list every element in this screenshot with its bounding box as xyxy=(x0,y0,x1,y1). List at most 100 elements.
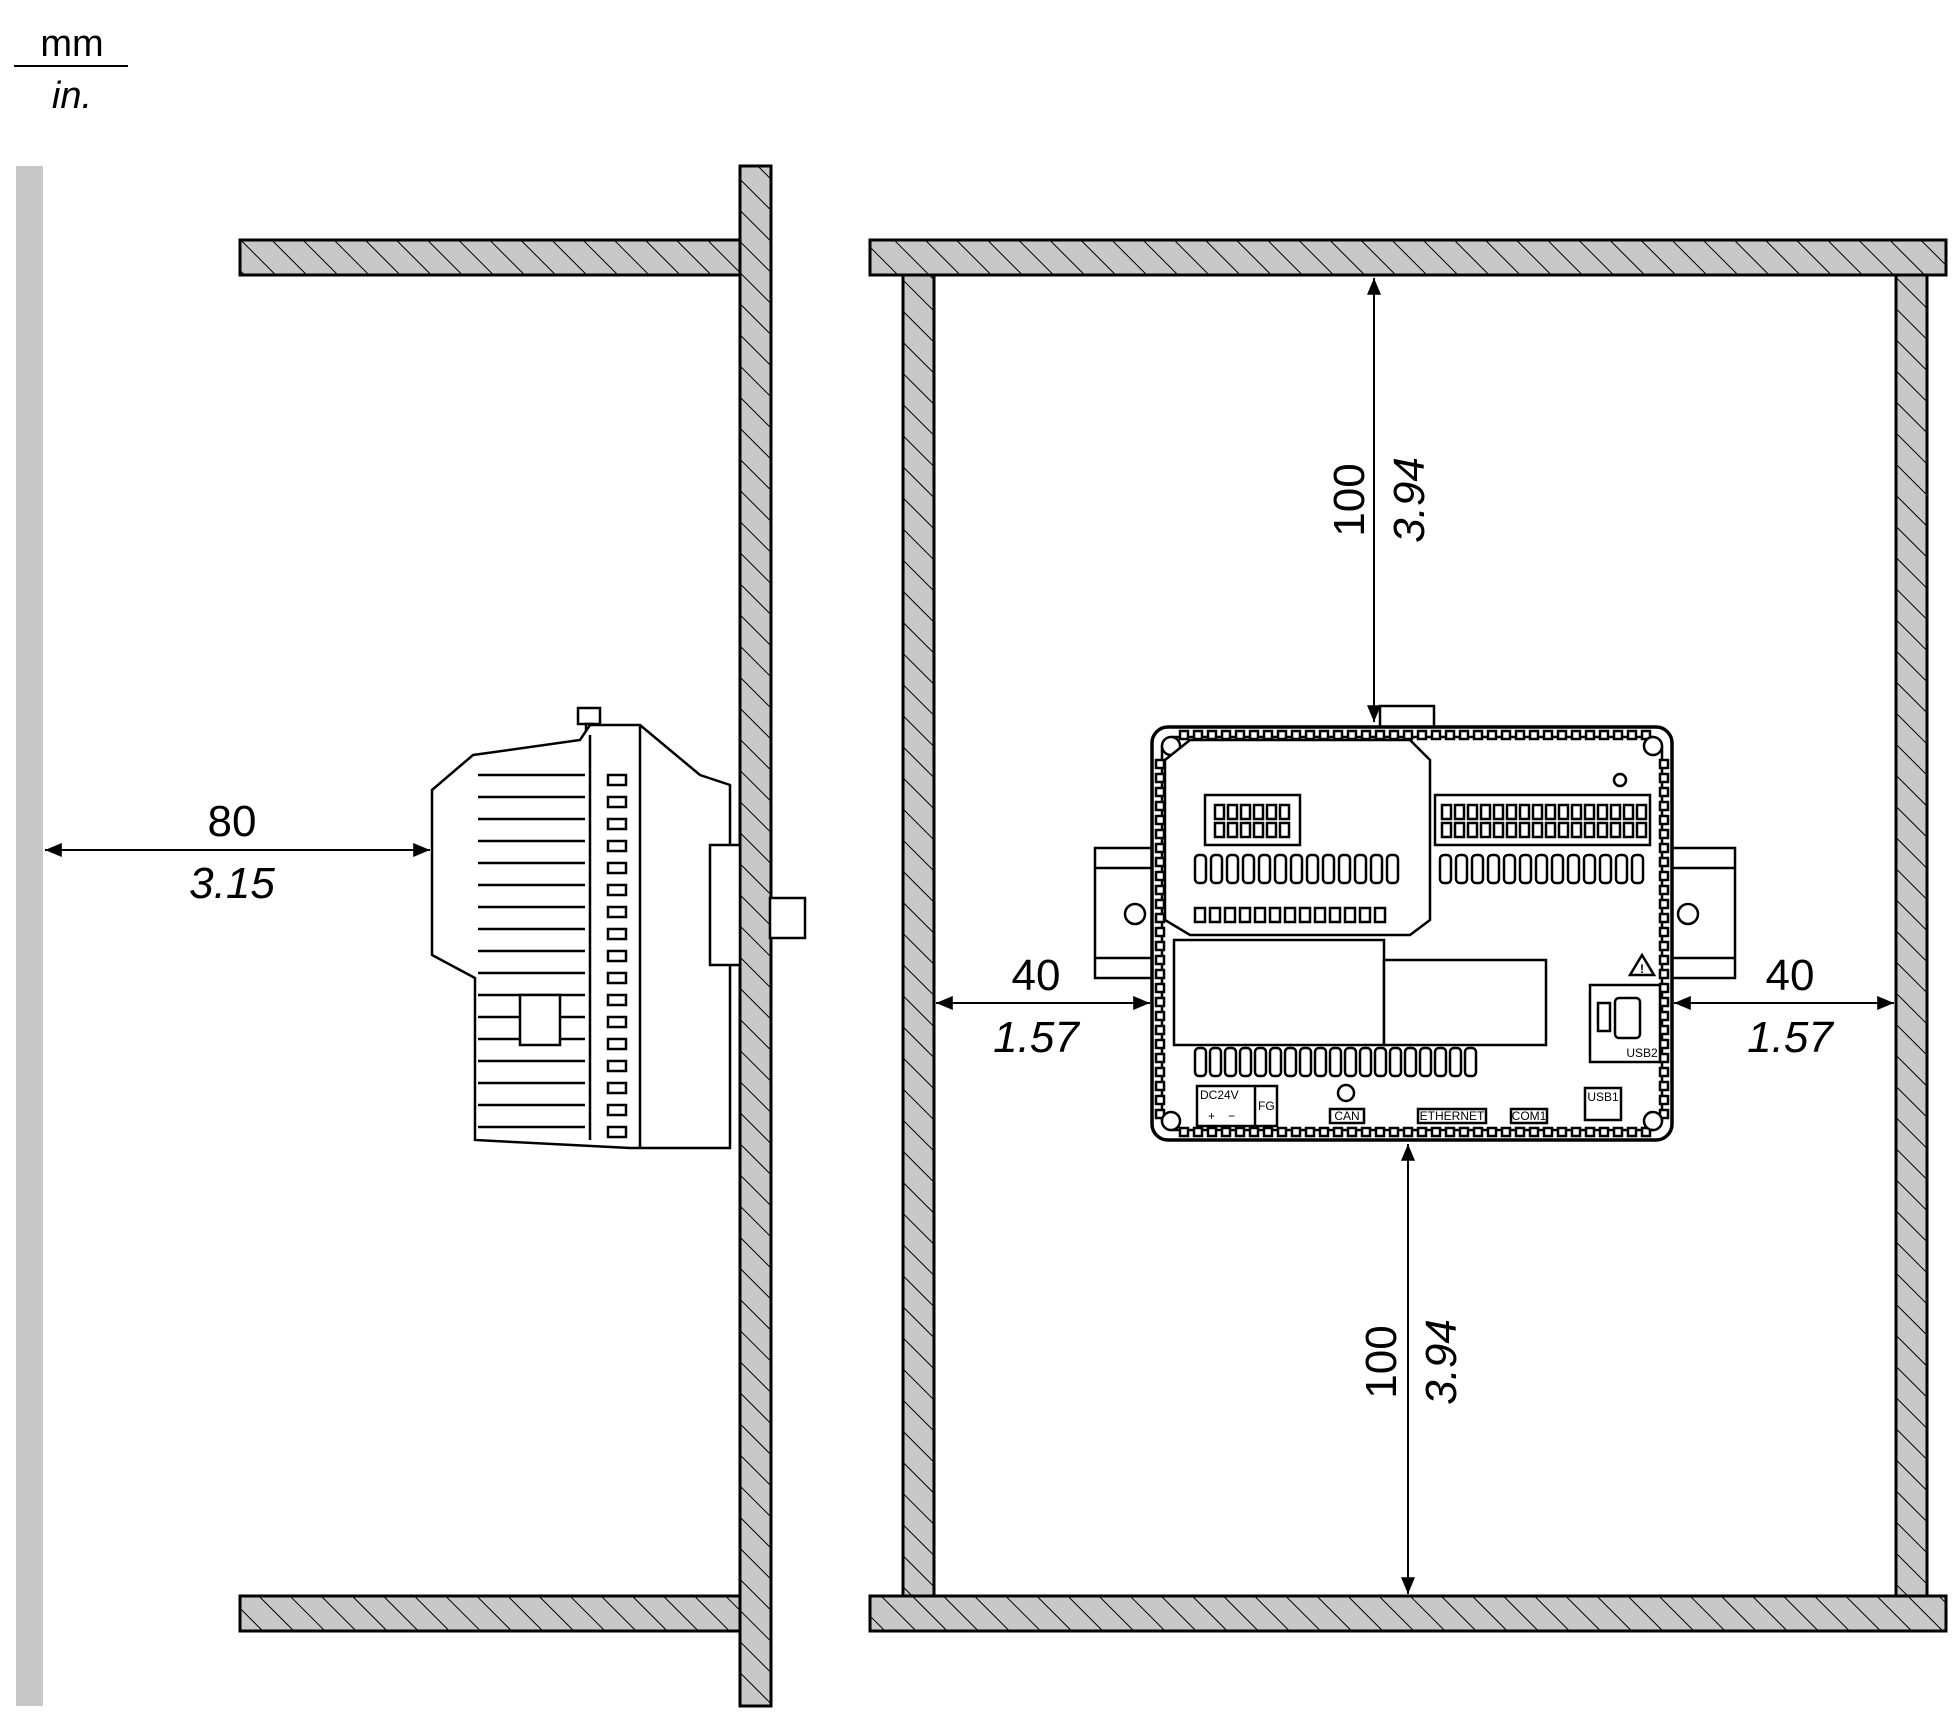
side-view-top-wall xyxy=(238,238,742,277)
side-fin-slot xyxy=(606,817,628,831)
terminal-slot xyxy=(1502,853,1517,885)
connector-pin xyxy=(1570,821,1583,839)
border-tooth-top xyxy=(1290,729,1302,741)
connector-pin xyxy=(1518,821,1531,839)
side-top-screw xyxy=(576,706,602,726)
warning-icon-mark: ! xyxy=(1640,962,1644,976)
border-tooth-bottom xyxy=(1248,1126,1260,1138)
terminal-slot xyxy=(1582,853,1597,885)
terminal-slot xyxy=(1321,853,1336,885)
label-fg: FG xyxy=(1258,1099,1275,1113)
connector-pin xyxy=(1596,821,1609,839)
terminal-slot xyxy=(1223,906,1237,924)
terminal-slot xyxy=(1470,853,1485,885)
connector-pin xyxy=(1453,803,1466,821)
border-tooth-right xyxy=(1658,856,1670,868)
border-tooth-bottom xyxy=(1626,1126,1638,1138)
label-usb1: USB1 xyxy=(1587,1090,1619,1104)
side-fin-slot xyxy=(606,883,628,897)
terminal-slot xyxy=(1343,1046,1358,1078)
border-tooth-right xyxy=(1658,954,1670,966)
border-tooth-bottom xyxy=(1388,1126,1400,1138)
border-tooth-left xyxy=(1154,1038,1166,1050)
side-fin-slot xyxy=(606,905,628,919)
terminal-slot xyxy=(1454,853,1469,885)
side-fin-slot xyxy=(606,839,628,853)
terminal-slot xyxy=(1238,906,1252,924)
connector-pin xyxy=(1609,803,1622,821)
connector-pin xyxy=(1252,803,1265,821)
connector-pin xyxy=(1635,821,1648,839)
border-tooth-left xyxy=(1154,1010,1166,1022)
terminal-slot xyxy=(1298,906,1312,924)
border-tooth-bottom xyxy=(1542,1126,1554,1138)
connector-pin xyxy=(1570,803,1583,821)
side-fin-slot xyxy=(606,1103,628,1117)
terminal-slot xyxy=(1598,853,1613,885)
bottom-clearance-in: 3.94 xyxy=(1417,1319,1466,1405)
border-tooth-bottom xyxy=(1598,1126,1610,1138)
terminal-slot xyxy=(1486,853,1501,885)
connector-pin xyxy=(1557,803,1570,821)
side-view-mounting-panel xyxy=(738,164,773,1708)
label-can: CAN xyxy=(1334,1109,1359,1123)
border-tooth-bottom xyxy=(1458,1126,1470,1138)
terminal-slot xyxy=(1253,1046,1268,1078)
border-tooth-top xyxy=(1248,729,1260,741)
terminal-slot xyxy=(1268,906,1282,924)
connector-pin xyxy=(1265,821,1278,839)
border-tooth-top xyxy=(1304,729,1316,741)
border-tooth-top xyxy=(1346,729,1358,741)
border-tooth-bottom xyxy=(1374,1126,1386,1138)
connector-pin xyxy=(1479,821,1492,839)
terminal-slot xyxy=(1566,853,1581,885)
terminal-slot xyxy=(1534,853,1549,885)
label-dc24v: DC24V xyxy=(1200,1088,1239,1102)
terminal-slot xyxy=(1373,906,1387,924)
border-tooth-bottom xyxy=(1472,1126,1484,1138)
terminal-slot xyxy=(1241,853,1256,885)
border-tooth-left xyxy=(1154,856,1166,868)
border-tooth-top xyxy=(1444,729,1456,741)
side-fin-slot xyxy=(606,993,628,1007)
terminal-slot xyxy=(1193,1046,1208,1078)
connector-pin xyxy=(1278,821,1291,839)
border-tooth-bottom xyxy=(1528,1126,1540,1138)
border-tooth-bottom xyxy=(1612,1126,1624,1138)
border-tooth-top xyxy=(1276,729,1288,741)
unit-mm: mm xyxy=(40,23,103,65)
border-tooth-left xyxy=(1154,870,1166,882)
border-tooth-left xyxy=(1154,786,1166,798)
label-usb2: USB2 xyxy=(1626,1046,1658,1060)
border-tooth-right xyxy=(1658,912,1670,924)
front-view-bottom-wall xyxy=(868,1594,1948,1633)
din-rail-hole-right xyxy=(1676,902,1700,926)
border-tooth-bottom xyxy=(1318,1126,1330,1138)
terminal-slot xyxy=(1253,906,1267,924)
can-port xyxy=(1328,1107,1366,1125)
terminal-slot xyxy=(1630,853,1645,885)
connector-pin xyxy=(1226,821,1239,839)
terminal-slot xyxy=(1225,853,1240,885)
border-tooth-left xyxy=(1154,1024,1166,1036)
com1-port xyxy=(1509,1107,1549,1125)
border-tooth-left xyxy=(1154,940,1166,952)
border-tooth-bottom xyxy=(1262,1126,1274,1138)
border-tooth-right xyxy=(1658,758,1670,770)
border-tooth-top xyxy=(1556,729,1568,741)
border-tooth-bottom xyxy=(1332,1126,1344,1138)
side-clearance-in: 3.15 xyxy=(189,859,275,908)
front-led xyxy=(1336,1083,1356,1103)
border-tooth-top xyxy=(1472,729,1484,741)
border-tooth-bottom xyxy=(1500,1126,1512,1138)
terminal-slot xyxy=(1283,906,1297,924)
side-clearance-mm: 80 xyxy=(208,797,257,846)
terminal-slot xyxy=(1373,1046,1388,1078)
terminal-slot xyxy=(1257,853,1272,885)
border-tooth-top xyxy=(1318,729,1330,741)
terminal-slot xyxy=(1238,1046,1253,1078)
side-fin-slot xyxy=(606,1081,628,1095)
terminal-slot xyxy=(1358,906,1372,924)
front-view: ! DC24V + − FG CAN ETHERNET COM1 USB1 US… xyxy=(868,238,1948,1633)
